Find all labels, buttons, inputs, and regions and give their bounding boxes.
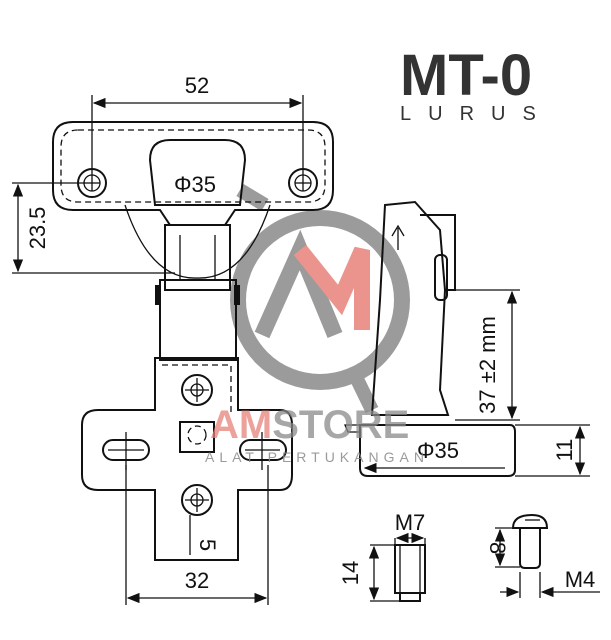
model-title: MT-0 [400, 43, 532, 108]
dim-cup-diameter-top: Φ35 [174, 172, 216, 197]
dim-hole-spacing: 52 [185, 73, 209, 98]
hinge-top-view [52, 121, 334, 561]
dim-plate-hole-spacing: 32 [185, 568, 209, 593]
model-subtitle: LURUS [400, 103, 553, 125]
dim-screw-length: 8 [485, 542, 510, 554]
dim-dowel-length: 14 [338, 561, 363, 585]
dim-screw-diameter: M4 [565, 567, 596, 592]
screw-detail [511, 513, 549, 569]
dim-cup-offset: 23.5 [25, 207, 50, 250]
dowel-detail [394, 544, 426, 602]
watermark-tagline: ALAT PERTUKANGAN [205, 449, 429, 465]
dim-dowel-diameter: M7 [395, 510, 426, 535]
watermark-brand: AMSTORE [210, 403, 409, 447]
dim-cup-diameter-side: Φ35 [417, 438, 459, 463]
dim-base-thickness: 11 [552, 439, 577, 462]
hinge-side-view [344, 200, 516, 477]
dim-screw-offset: 5 [195, 539, 220, 551]
dim-height-adjust: 37 ±2 mm [475, 316, 500, 414]
